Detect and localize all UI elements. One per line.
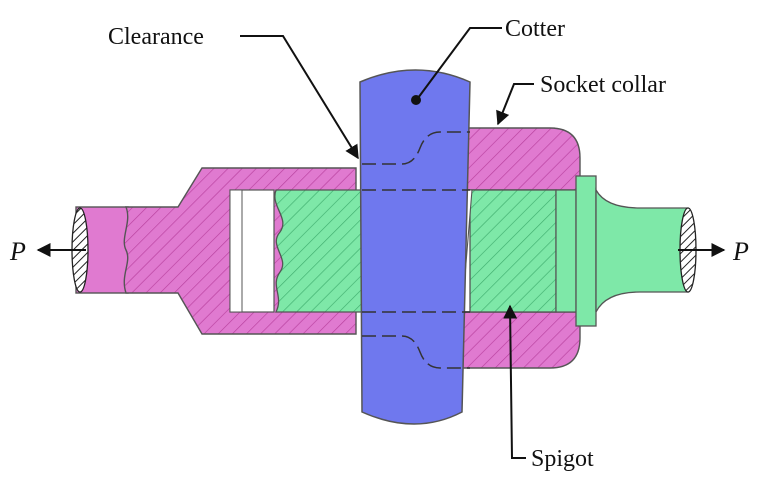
spigot <box>274 175 697 327</box>
spigot-rod <box>595 187 689 313</box>
socket-collar-leader <box>496 83 534 126</box>
cotter-body <box>359 69 471 425</box>
label-force-right: P <box>732 237 749 266</box>
cotter-leader <box>417 27 502 99</box>
hidden-lines <box>362 131 470 369</box>
label-clearance: Clearance <box>108 24 204 50</box>
clearance-leader <box>240 35 359 160</box>
spigot-leader <box>503 304 526 459</box>
label-spigot: Spigot <box>531 446 594 472</box>
spigot-section-right <box>469 189 557 313</box>
spigot-collar <box>575 175 597 327</box>
spigot-section-left <box>274 189 363 313</box>
label-force-left: P <box>9 237 26 266</box>
label-socket-collar: Socket collar <box>540 72 666 98</box>
leader-lines <box>36 27 726 459</box>
cotter <box>359 69 471 425</box>
spigot-shank <box>555 189 577 313</box>
label-cotter: Cotter <box>505 16 565 42</box>
socket-bore-edge <box>229 189 243 313</box>
